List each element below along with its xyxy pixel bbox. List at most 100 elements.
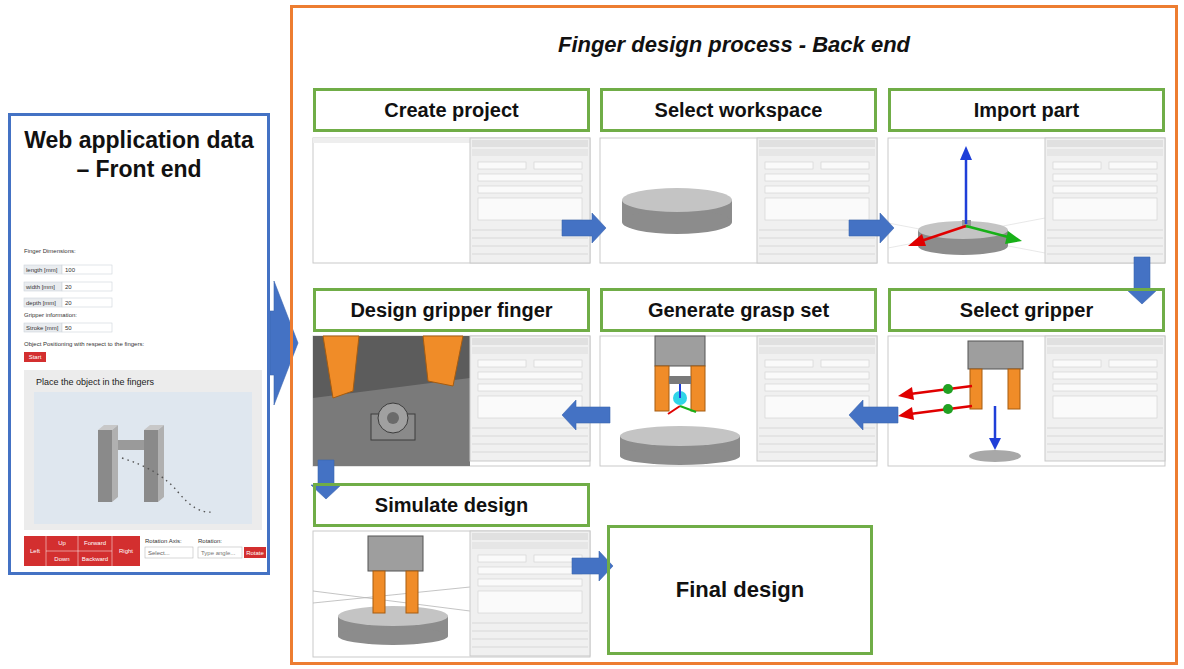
simulate-screenshot-shape [338, 606, 448, 626]
field-label: Rotation: [198, 538, 222, 544]
web-app-screenshot-shape [244, 547, 266, 558]
select-workspace-screenshot-shape [622, 188, 732, 212]
web-app-screenshot-shape [144, 430, 158, 502]
process-step: Import part [888, 88, 1165, 265]
web-app-screenshot-shape-shape [24, 282, 62, 291]
grasp-set-screenshot-shape [691, 366, 705, 411]
select-gripper-screenshot-shape [1008, 369, 1020, 409]
button-label: Up [58, 540, 66, 546]
grasp-set-screenshot-shape [757, 336, 877, 461]
simulate-screenshot-shape [338, 627, 448, 645]
section-heading: Object Positioning with respect to the f… [24, 341, 144, 347]
field-label: width [mm] [26, 284, 55, 290]
design-finger-screenshot-shape [470, 336, 590, 461]
back-end-panel: Finger design process - Back endCreate p… [290, 5, 1178, 665]
final-title: Final design [676, 577, 804, 603]
step-title: Generate grasp set [600, 288, 877, 332]
import-part-screenshot-shape [966, 226, 1012, 238]
button-label: Start [29, 354, 42, 360]
import-part-screenshot [888, 138, 1165, 263]
select-gripper-screenshot-shape [970, 369, 982, 409]
select-gripper-screenshot-shape [989, 438, 1001, 450]
web-app-screenshot-shape [145, 547, 193, 558]
grasp-set-screenshot-shape [655, 366, 669, 411]
panel-caption: Place the object in the fingers [36, 378, 154, 387]
web-app-screenshot-shape [112, 425, 118, 502]
grasp-set-screenshot-shape [620, 426, 740, 446]
select-gripper-screenshot-shape [898, 387, 914, 400]
web-app-screenshot-shape-shape [62, 265, 112, 274]
flow-arrow [562, 400, 610, 430]
select-gripper-screenshot-shape [910, 386, 972, 394]
step-title: Design gripper finger [313, 288, 590, 332]
web-app-screenshot-shape [24, 536, 140, 566]
field-label: length [mm] [26, 267, 57, 273]
import-part-screenshot-shape [960, 146, 972, 160]
simulate-screenshot-shape [373, 571, 385, 613]
select-gripper-screenshot-shape [943, 404, 953, 414]
web-app-screenshot-shape-shape [24, 265, 62, 274]
web-app-screenshot-shape-shape [46, 551, 112, 552]
create-project-screenshot-shape [470, 138, 590, 263]
button-label: Rotate [246, 550, 264, 556]
select-workspace-screenshot-shape [622, 210, 732, 234]
input-placeholder: Type angle... [201, 550, 235, 556]
simulate-screenshot-shape [368, 536, 423, 571]
create-project-screenshot [313, 138, 590, 263]
select-gripper-screenshot-shape [1045, 336, 1165, 461]
select-gripper-screenshot-shape [969, 450, 1021, 462]
web-app-screenshot-shape [98, 430, 112, 502]
field-value: 50 [65, 325, 72, 331]
import-part-screenshot-shape [1005, 231, 1022, 244]
button-label: Forward [84, 540, 106, 546]
grasp-set-screenshot-shape [655, 336, 705, 366]
select-workspace-screenshot-shape [757, 138, 877, 263]
simulate-screenshot-shape [406, 571, 418, 613]
design-finger-screenshot-shape [313, 336, 470, 466]
process-step: Select gripper [888, 288, 1165, 468]
select-gripper-screenshot-shape [968, 341, 1023, 369]
import-part-screenshot-shape [918, 237, 1008, 255]
simulate-screenshot [313, 531, 590, 657]
import-part-screenshot-shape [1045, 138, 1165, 263]
design-finger-screenshot-shape [387, 412, 399, 424]
web-app-screenshot-shape [158, 425, 164, 502]
design-finger-screenshot [313, 336, 590, 466]
import-part-screenshot-shape [965, 158, 968, 224]
grasp-set-screenshot-shape [600, 336, 877, 466]
web-app-screenshot-shape [46, 536, 112, 566]
process-step: Simulate design [313, 483, 590, 661]
web-app-screenshot-shape [24, 370, 262, 530]
field-value: 100 [65, 267, 75, 273]
create-project-screenshot-shape [313, 138, 470, 143]
grasp-set-screenshot-shape [620, 447, 740, 465]
select-placeholder: Select... [148, 550, 170, 556]
field-label: depth [mm] [26, 300, 56, 306]
process-step: Select workspace [600, 88, 877, 265]
grasp-set-screenshot-shape [679, 384, 681, 398]
section-heading: Gripper information: [24, 312, 77, 318]
web-app-screenshot-shape [24, 265, 62, 332]
select-gripper-screenshot-shape [910, 406, 972, 414]
step-title: Import part [888, 88, 1165, 132]
button-label: Backward [82, 556, 108, 562]
button-label: Down [54, 556, 69, 562]
web-app-screenshot-shape [62, 265, 112, 332]
design-finger-screenshot-shape [378, 403, 408, 433]
button-label: Left [30, 548, 40, 554]
create-project-screenshot-shape [313, 138, 590, 263]
step-title: Create project [313, 88, 590, 132]
grasp-set-screenshot-shape [680, 406, 696, 412]
section-heading: Finger Dimensions: [24, 248, 76, 254]
web-app-screenshot-shape-shape [24, 323, 62, 332]
panel-title: Web application data – Front end [11, 116, 267, 184]
field-value: 20 [65, 284, 72, 290]
flow-arrow [849, 213, 894, 243]
import-part-screenshot-shape [888, 138, 1165, 263]
web-app-screenshot-shape-shape [62, 298, 112, 307]
select-gripper-screenshot-shape [888, 336, 1165, 466]
design-finger-screenshot-shape [313, 336, 590, 466]
step-title: Select workspace [600, 88, 877, 132]
process-step: Create project [313, 88, 590, 265]
